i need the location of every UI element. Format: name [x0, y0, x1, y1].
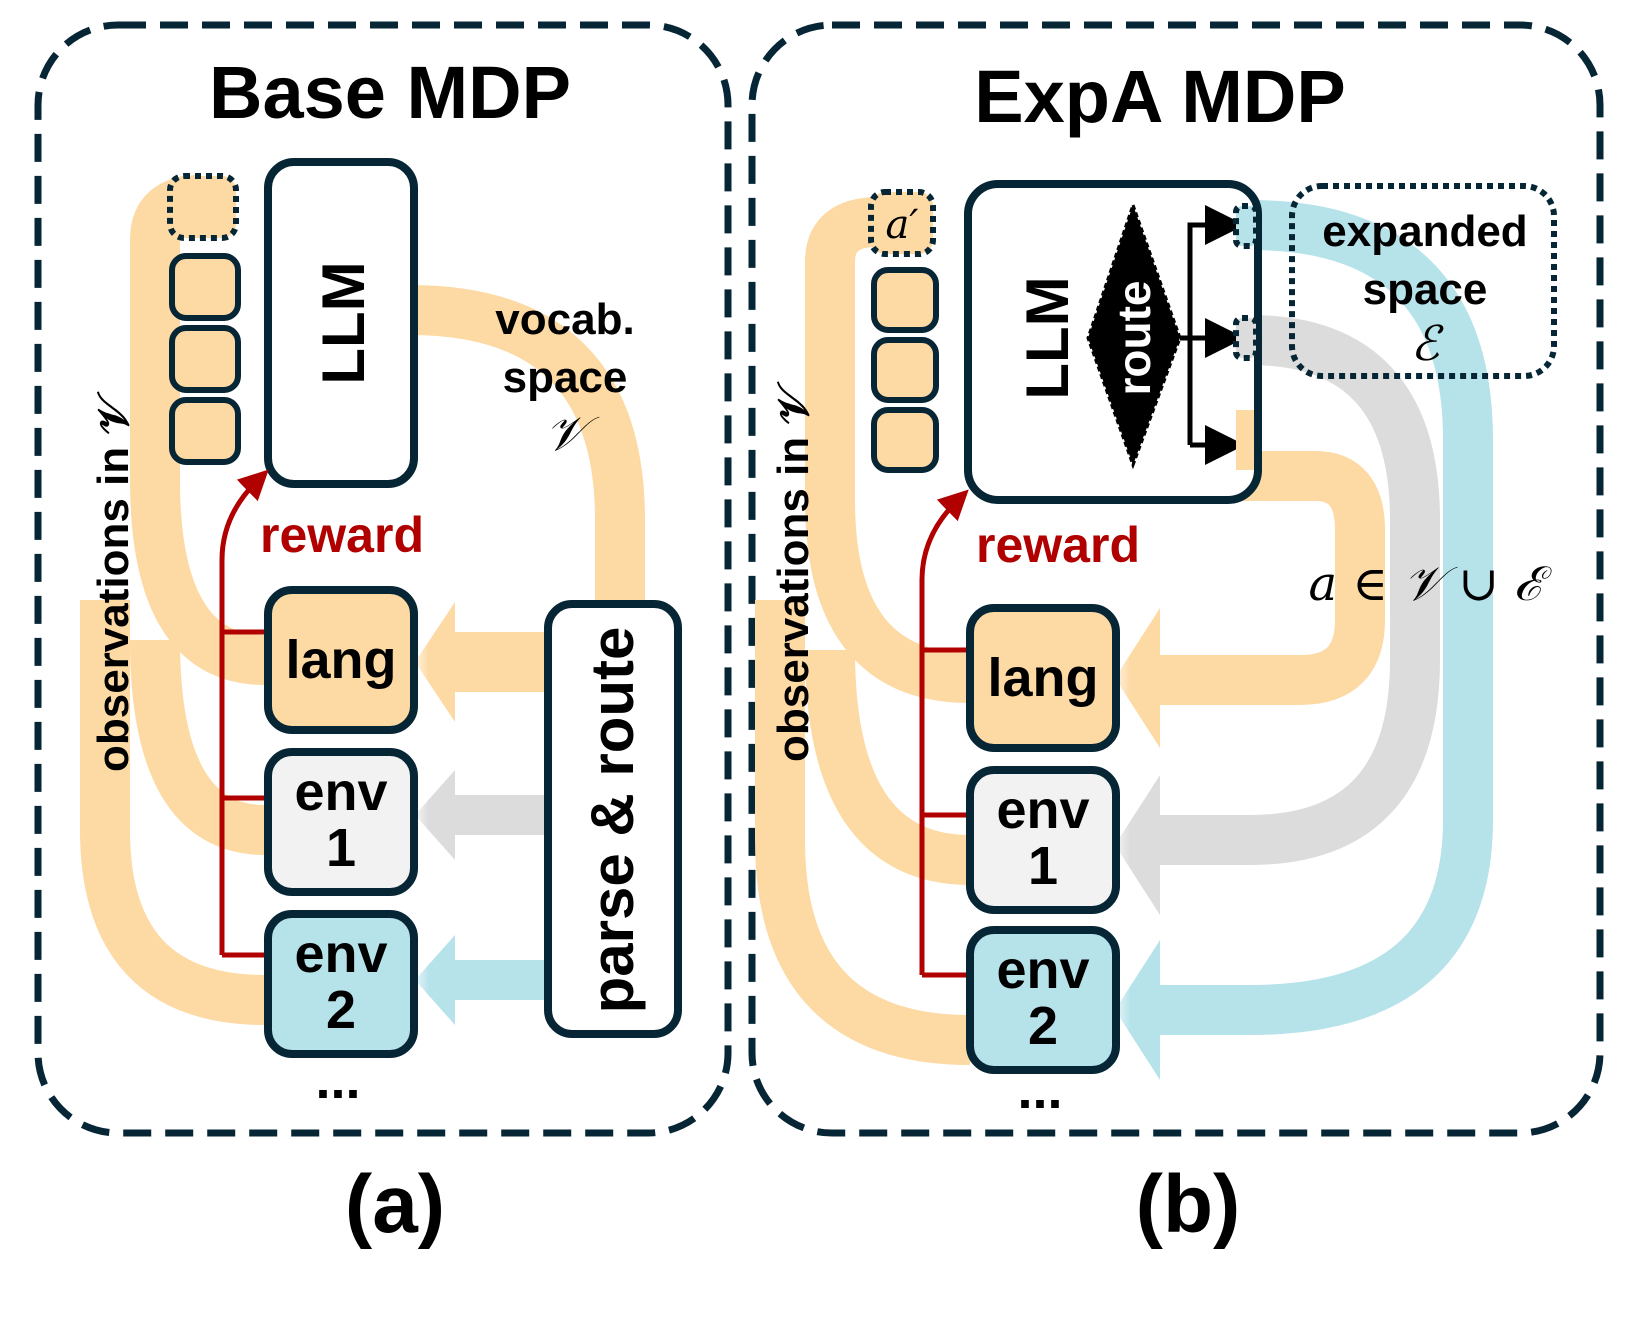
context-token — [871, 337, 939, 403]
expanded-space-box — [1289, 183, 1557, 379]
reward-arrow — [219, 469, 269, 955]
expanded-space-label: space — [1363, 265, 1488, 314]
expanded-token-env1 — [1233, 315, 1259, 361]
action-flow-env1 — [450, 795, 560, 835]
env2-box — [966, 926, 1120, 1074]
arrowhead-env1 — [1115, 775, 1160, 915]
context-token — [871, 267, 939, 333]
arrowhead-env2 — [1115, 940, 1160, 1080]
lang-box-label: lang — [285, 630, 396, 690]
action-flow-lang — [450, 632, 560, 692]
lang-box — [966, 604, 1120, 752]
env2-box-number: 2 — [1028, 996, 1058, 1056]
env2-box — [264, 910, 418, 1058]
arrowhead-lang — [1115, 608, 1160, 748]
expanded-flow-env1 — [1150, 315, 1440, 865]
panel-a-title: Base MDP — [209, 51, 571, 134]
env2-box-label: env — [294, 924, 387, 984]
parse-route-box — [544, 600, 682, 1038]
route-diamond — [1086, 200, 1182, 470]
panel-b-title: ExpA MDP — [974, 55, 1345, 138]
lang-box — [264, 586, 418, 734]
vocab-space-label: space — [503, 353, 628, 402]
env2-box-number: 2 — [326, 980, 356, 1040]
observations-label: observations in 𝒱 — [89, 391, 138, 772]
llm-label: LLM — [310, 261, 377, 384]
env1-box-number: 1 — [1028, 836, 1058, 896]
context-token — [169, 253, 241, 321]
observation-flow-env2 — [755, 600, 971, 1065]
reward-arrow — [919, 489, 969, 975]
panel-b-border — [748, 21, 1604, 1137]
route-label: route — [1108, 281, 1160, 396]
ellipsis: ... — [315, 1050, 360, 1110]
context-token — [169, 325, 241, 393]
panel-a-border — [34, 21, 732, 1137]
ellipsis: ... — [1017, 1060, 1062, 1120]
vocab-label: vocab. — [495, 295, 634, 344]
arrowhead-env1 — [415, 770, 455, 860]
parse-route-label: parse & route — [579, 627, 646, 1014]
caption-b: (b) — [1136, 1159, 1241, 1250]
llm-box — [264, 158, 418, 488]
expanded-label: expanded — [1322, 207, 1527, 256]
llm-label: LLM — [1014, 276, 1081, 399]
generated-token — [167, 173, 239, 241]
vocab-flow — [409, 285, 645, 610]
observation-flow-env1 — [130, 639, 267, 855]
vocab-flow — [1150, 451, 1385, 705]
observation-flow-env2 — [80, 600, 266, 1025]
observation-flow-lang — [805, 197, 971, 703]
context-token — [169, 397, 241, 465]
route-arrow-top — [1187, 205, 1245, 445]
env2-box-label: env — [996, 940, 1089, 1000]
token-label: a′ — [886, 202, 919, 248]
env1-box-number: 1 — [326, 818, 356, 878]
generated-token — [868, 189, 936, 257]
panel-base-mdp: LLM Base MDP observations in 𝒱 vocab. sp… — [34, 21, 732, 1250]
context-token — [871, 407, 939, 473]
panel-expa-mdp: a′ LLM route expanded space ℰ ExpA MDP o… — [748, 21, 1604, 1250]
env1-box-label: env — [996, 780, 1089, 840]
lang-box-label: lang — [987, 648, 1098, 708]
reward-label: reward — [976, 517, 1140, 573]
caption-a: (a) — [345, 1159, 445, 1250]
action-flow-env2 — [450, 960, 560, 1000]
expanded-symbol: ℰ — [1410, 316, 1444, 372]
arrowhead-lang — [415, 602, 455, 722]
reward-label: reward — [260, 507, 424, 563]
observations-label: observations in 𝒱 — [769, 381, 818, 762]
expanded-flow-env2 — [1150, 200, 1493, 1035]
action-space-label: a ∈ 𝒱 ∪ ℰ — [1309, 556, 1553, 612]
env1-box-label: env — [294, 762, 387, 822]
arrowhead-env2 — [415, 935, 455, 1025]
expanded-token-env2 — [1233, 203, 1259, 249]
observation-flow-env1 — [805, 649, 971, 885]
env1-box — [264, 748, 418, 896]
env1-box — [966, 766, 1120, 914]
vocab-token-out — [1236, 410, 1254, 470]
